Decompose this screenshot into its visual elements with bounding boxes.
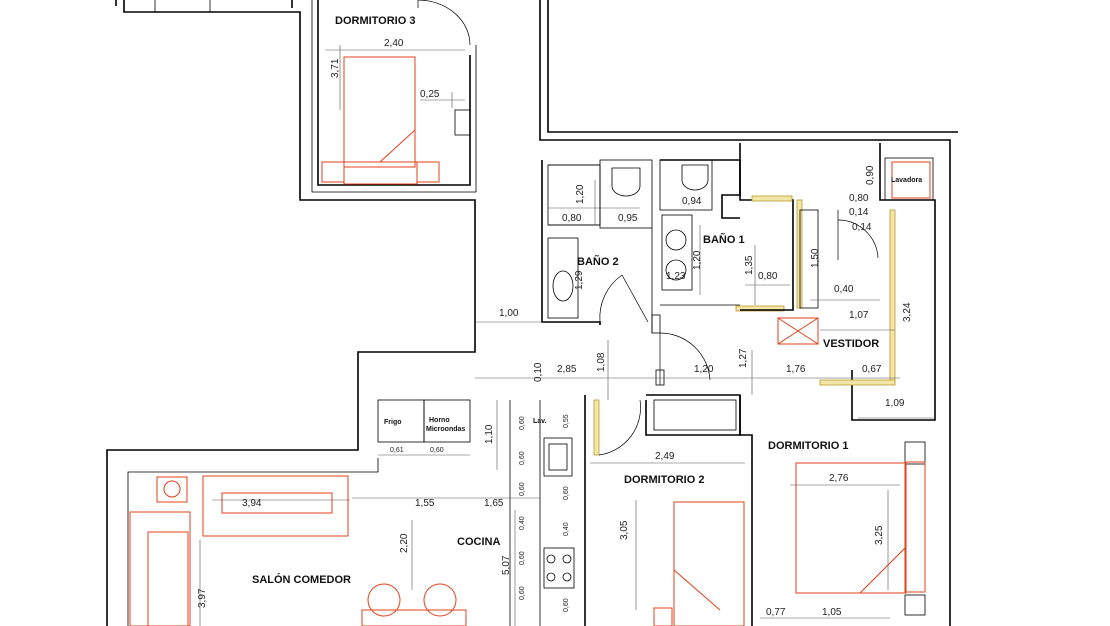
dim-label: 0,80 xyxy=(758,271,778,282)
dim-label: 0,67 xyxy=(862,364,882,375)
dim-label: 0,40 xyxy=(834,284,854,295)
dim-label: 2,49 xyxy=(655,451,675,462)
dim-label: 0,10 xyxy=(533,362,544,382)
room-label-dormitorio-2: DORMITORIO 2 xyxy=(624,474,704,486)
dim-label: 0,61 xyxy=(390,447,404,454)
dim-label: 3,05 xyxy=(619,520,630,540)
dim-label: 0,60 xyxy=(519,451,526,465)
dim-label: 2,85 xyxy=(557,364,577,375)
appliance-label-horno: Horno xyxy=(429,417,450,424)
dim-label: 0,60 xyxy=(519,416,526,430)
dim-label: 3,24 xyxy=(902,302,913,322)
appliance-label-lav: Lav. xyxy=(533,418,547,425)
dim-label: 0,80 xyxy=(562,213,582,224)
cocina: Frigo Horno Microondas Lav. 0,61 0,60 1,… xyxy=(352,399,575,626)
dim-label: 1,65 xyxy=(484,498,504,509)
dim-label: 0,14 xyxy=(849,207,869,218)
dim-label: 3,94 xyxy=(242,498,262,509)
dim-label: 0,25 xyxy=(420,89,440,100)
room-label-bano-2: BAÑO 2 xyxy=(577,255,619,268)
dim-label: 1,55 xyxy=(415,498,435,509)
dormitorio-2: 2,49 DORMITORIO 2 3,05 xyxy=(584,394,745,626)
dim-label: 1,29 xyxy=(574,270,585,290)
dim-label: 1,00 xyxy=(499,308,519,319)
dim-label: 0,60 xyxy=(563,486,570,500)
dim-label: 1,50 xyxy=(810,248,821,268)
dim-label: 0,95 xyxy=(618,213,638,224)
dim-label: 0,60 xyxy=(563,598,570,612)
dim-label: 1,20 xyxy=(694,364,714,375)
dim-label: 0,94 xyxy=(682,196,702,207)
dim-label: 0,60 xyxy=(430,447,444,454)
room-label-dormitorio-1: DORMITORIO 1 xyxy=(768,440,848,452)
dim-label: 1,76 xyxy=(786,364,806,375)
dim-label: 0,80 xyxy=(849,193,869,204)
dim-label: 1,07 xyxy=(849,310,869,321)
appliance-label-microondas: Microondas xyxy=(426,426,465,433)
dim-label: 2,76 xyxy=(829,473,849,484)
dim-label: 0,77 xyxy=(766,607,786,618)
dim-label: 0,60 xyxy=(519,482,526,496)
dormitorio-1: DORMITORIO 1 2,76 3,25 0,77 1,05 xyxy=(739,395,926,626)
dim-label: 5,07 xyxy=(501,555,512,575)
dim-label: 1,27 xyxy=(738,348,749,368)
dim-label: 1,23 xyxy=(666,271,686,282)
dim-label: 0,55 xyxy=(563,414,570,428)
dim-label: 1,20 xyxy=(692,250,703,270)
dim-label: 3,97 xyxy=(197,588,208,608)
dim-label: 1,10 xyxy=(484,424,495,444)
dim-label: 1,05 xyxy=(822,607,842,618)
dim-label: 3,71 xyxy=(330,58,341,78)
room-label-bano-1: BAÑO 1 xyxy=(703,233,745,246)
dim-label: 0,60 xyxy=(519,551,526,565)
bano-2: BAÑO 2 1,20 0,80 0,95 1,29 xyxy=(541,159,661,334)
room-label-salon-comedor: SALÓN COMEDOR xyxy=(252,573,351,586)
appliance-label-lavadora: Lavadora xyxy=(891,177,922,184)
appliance-label-frigo: Frigo xyxy=(384,419,402,426)
bano-1: BAÑO 1 0,94 1,20 1,23 1,35 0,80 xyxy=(655,159,790,386)
dormitorio-3: DORMITORIO 3 2,40 3,71 0,25 xyxy=(311,0,477,193)
dim-label: 1,08 xyxy=(596,352,607,372)
room-label-cocina: COCINA xyxy=(457,536,500,548)
hall: 1,00 0,10 2,85 1,08 1,20 1,27 1,76 0,67 xyxy=(475,308,900,400)
dim-label: 2,40 xyxy=(384,38,404,49)
dim-label: 3,25 xyxy=(874,525,885,545)
salon-comedor: 3,94 2,20 SALÓN COMEDOR 3,97 xyxy=(127,458,467,626)
dim-label: 0,60 xyxy=(519,586,526,600)
dim-label: 1,35 xyxy=(744,255,755,275)
dim-label: 0,40 xyxy=(563,522,570,536)
dim-label: 0,40 xyxy=(519,516,526,530)
dim-label: 1,09 xyxy=(885,398,905,409)
exterior-walls xyxy=(106,0,958,626)
dim-label: 2,20 xyxy=(399,533,410,553)
dim-label: 0,90 xyxy=(865,165,876,185)
room-label-dormitorio-3: DORMITORIO 3 xyxy=(335,15,415,27)
vestidor: Lavadora VESTIDOR 0,90 0,80 0,14 0,14 1,… xyxy=(739,143,936,421)
room-label-vestidor: VESTIDOR xyxy=(823,338,879,350)
dim-label: 1,20 xyxy=(575,184,586,204)
dim-label: 0,14 xyxy=(852,222,872,233)
